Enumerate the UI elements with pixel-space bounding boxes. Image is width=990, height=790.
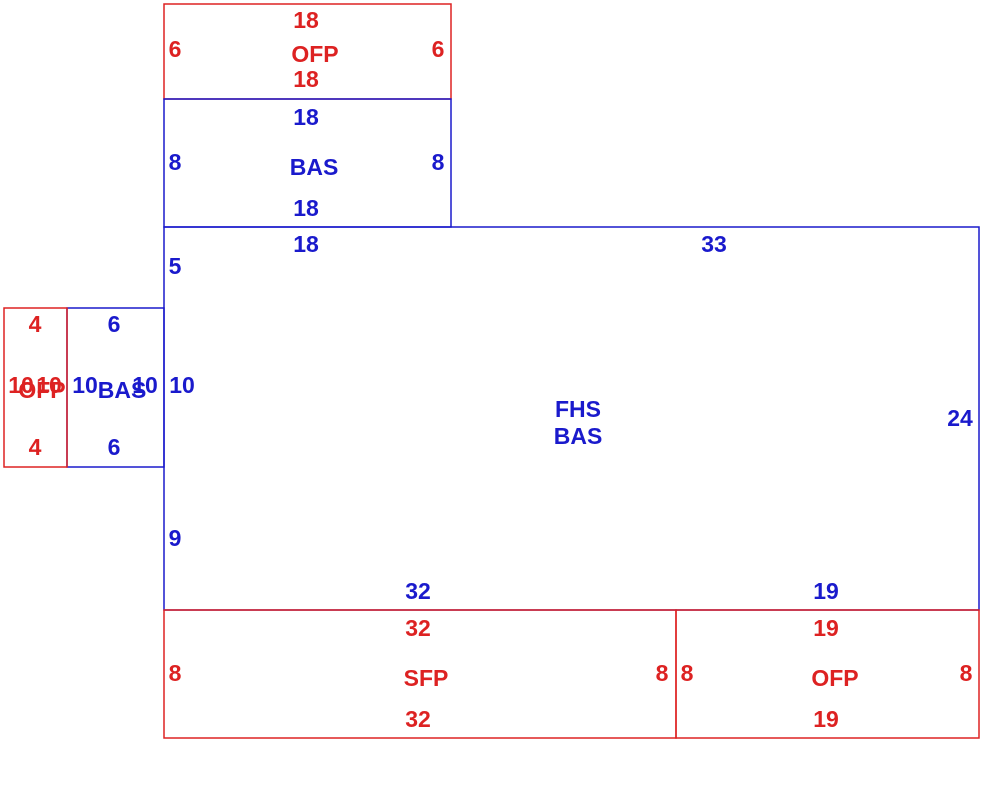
dim-right: 8 <box>960 660 973 686</box>
dim-bottom-right: 19 <box>813 578 839 604</box>
area-outline <box>675 609 980 739</box>
dim-left: 10 <box>72 372 98 398</box>
dim-bottom: 4 <box>29 434 42 460</box>
area-label: OFP <box>811 665 858 691</box>
dim-top: 18 <box>293 104 319 130</box>
dim-bottom: 32 <box>405 706 431 732</box>
dim-left-lower: 9 <box>169 525 182 551</box>
dim-left: 8 <box>169 149 182 175</box>
dim-bottom: 18 <box>293 195 319 221</box>
area-label: BAS <box>290 154 339 180</box>
dim-right: 10 <box>132 372 158 398</box>
dim-right: 6 <box>432 36 445 62</box>
area-label: OFP <box>18 377 65 403</box>
dim-left: 10 <box>8 372 34 398</box>
dim-top: 32 <box>405 615 431 641</box>
area-label: OFP <box>291 41 338 67</box>
area-label-line1: FHS <box>555 396 601 422</box>
dim-right: 8 <box>432 149 445 175</box>
area-label-line2: BAS <box>554 423 603 449</box>
area-fhs-bas-main: 18 33 5 10 9 24 FHS BAS 32 19 <box>163 226 980 611</box>
dim-left-middle: 10 <box>169 372 195 398</box>
dim-top: 4 <box>29 311 42 337</box>
dim-bottom-left: 32 <box>405 578 431 604</box>
dim-top-right: 33 <box>701 231 727 257</box>
area-bas-left: 6 10 BAS 10 6 <box>66 307 165 468</box>
area-sfp-bottom: 32 SFP 32 8 8 <box>163 609 677 739</box>
dim-left-upper: 5 <box>169 253 182 279</box>
area-ofp-top: 18 OFP 18 6 6 <box>163 3 452 100</box>
dim-left: 8 <box>169 660 182 686</box>
area-bas-top: 18 BAS 18 8 8 <box>163 98 452 228</box>
dim-left: 6 <box>169 36 182 62</box>
dim-right: 24 <box>947 405 973 431</box>
dim-bottom: 19 <box>813 706 839 732</box>
dim-bottom: 18 <box>293 66 319 92</box>
area-ofp-left: 4 OFP 10 10 4 <box>3 307 68 468</box>
dim-top: 6 <box>108 311 121 337</box>
dim-right: 8 <box>656 660 669 686</box>
dim-left: 8 <box>681 660 694 686</box>
dim-right: 10 <box>36 372 62 398</box>
dim-top: 18 <box>293 7 319 33</box>
area-outline <box>3 307 68 468</box>
dim-top-left: 18 <box>293 231 319 257</box>
area-ofp-bottom-right: 19 OFP 19 8 8 <box>675 609 980 739</box>
dim-bottom: 6 <box>108 434 121 460</box>
dim-top: 19 <box>813 615 839 641</box>
area-label: BAS <box>98 377 147 403</box>
area-label: SFP <box>404 665 449 691</box>
